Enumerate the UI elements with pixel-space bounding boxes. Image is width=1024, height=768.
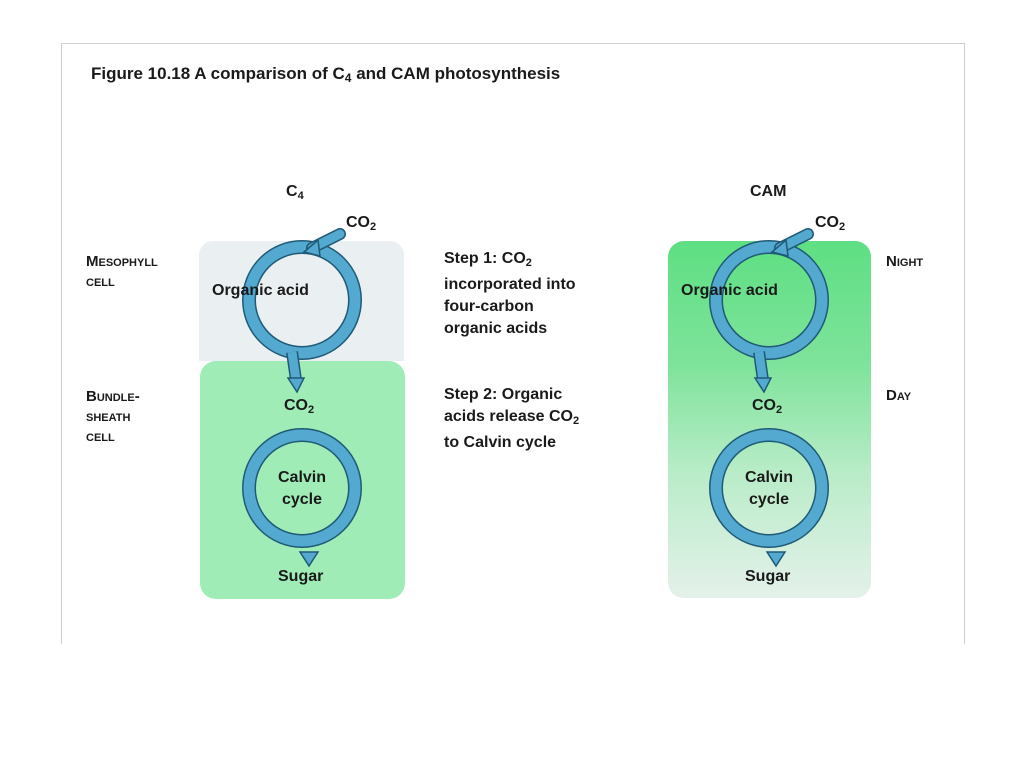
cam-sugar-arrow	[765, 551, 787, 568]
step1-text: Step 1: CO2 incorporated into four-carbo…	[444, 250, 576, 337]
cam-transfer-arrow	[753, 351, 773, 394]
cam-organic-acid-label: Organic acid	[681, 282, 778, 299]
c4-organic-acid-label: Organic acid	[212, 282, 309, 299]
c4-transfer-arrow	[286, 351, 306, 394]
cam-co2-in-label: CO2	[815, 214, 846, 233]
c4-bundle-sheath-zone	[200, 361, 405, 599]
c4-co2-mid-label: CO2	[284, 397, 315, 416]
c4-co2-in-arrow	[302, 228, 346, 257]
c4-mesophyll-zone	[199, 241, 404, 361]
night-label: Night	[886, 253, 924, 270]
step2-text: Step 2: Organic acids release CO2 to Cal…	[444, 386, 580, 451]
day-label: Day	[886, 387, 912, 404]
c4-sugar-label: Sugar	[278, 568, 324, 585]
c4-heading: C4	[286, 183, 304, 202]
figure-title: Figure 10.18 A comparison of C4 and CAM …	[91, 64, 561, 85]
cam-co2-mid-label: CO2	[752, 397, 783, 416]
cam-co2-in-arrow	[770, 228, 814, 257]
cam-sugar-label: Sugar	[745, 568, 791, 585]
cam-heading: CAM	[750, 183, 787, 200]
c4-sugar-arrow	[298, 551, 320, 568]
c4-co2-in-label: CO2	[346, 214, 377, 233]
